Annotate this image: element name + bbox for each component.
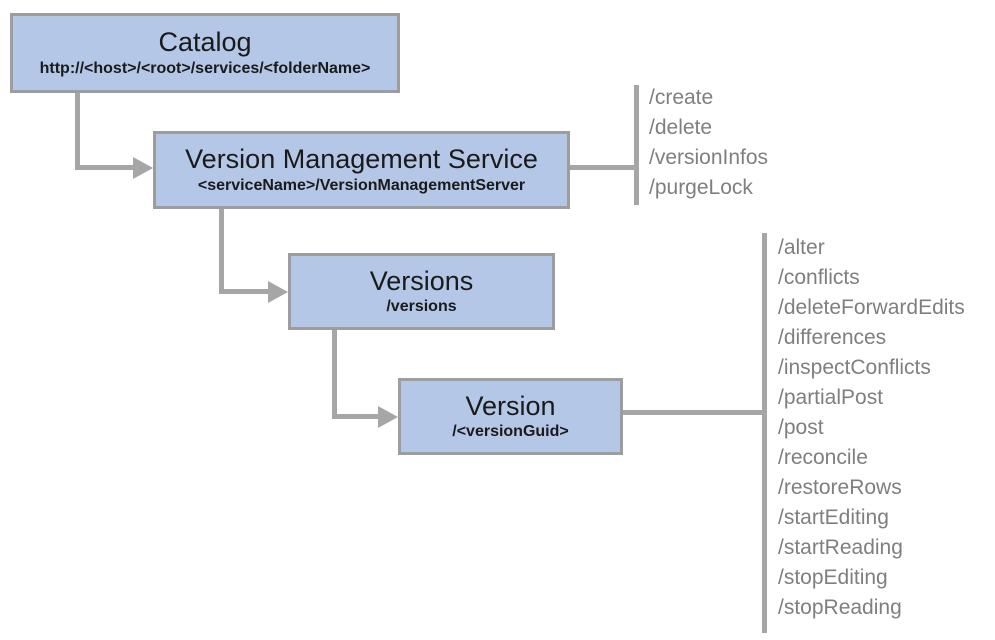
vms-operation-item: /versionInfos <box>649 146 769 169</box>
node-vms-subtitle: <serviceName>/VersionManagementServer <box>197 176 526 194</box>
arrowhead-to-versions-icon <box>268 281 288 303</box>
node-catalog: Catalog http://<host>/<root>/services/<f… <box>10 13 400 93</box>
version-operation-item: /startEditing <box>778 506 889 529</box>
version-operation-item: /reconcile <box>778 446 868 469</box>
node-versions: Versions /versions <box>288 253 555 330</box>
connector-versions-version-horizontal <box>332 414 380 419</box>
connector-vms-versions-horizontal <box>219 289 270 294</box>
arrowhead-to-version-icon <box>378 406 398 428</box>
node-versions-title: Versions <box>369 265 474 296</box>
vms-operation-item: /create <box>649 86 714 109</box>
node-catalog-subtitle: http://<host>/<root>/services/<folderNam… <box>39 59 371 77</box>
version-operation-item: /stopReading <box>778 596 902 619</box>
connector-catalog-vms-vertical <box>75 92 80 168</box>
version-operation-item: /restoreRows <box>778 476 902 499</box>
version-operation-item: /inspectConflicts <box>778 356 931 379</box>
node-version-subtitle: /<versionGuid> <box>452 423 569 441</box>
branch-version-operations-bar <box>762 233 767 633</box>
branch-vms-operations-bar <box>634 85 639 205</box>
vms-operations-list: /create /delete /versionInfos /purgeLock <box>649 83 768 203</box>
branch-version-operations-horizontal <box>623 410 764 415</box>
node-version: Version /<versionGuid> <box>398 378 623 455</box>
version-operation-item: /startReading <box>778 536 903 559</box>
node-version-title: Version <box>465 390 556 421</box>
version-operation-item: /post <box>778 416 824 439</box>
connector-versions-version-vertical <box>332 329 337 417</box>
node-catalog-title: Catalog <box>158 27 252 58</box>
connector-vms-versions-vertical <box>219 208 224 292</box>
branch-vms-operations-horizontal <box>570 165 636 170</box>
version-operation-item: /conflicts <box>778 266 860 289</box>
version-operations-list: /alter /conflicts /deleteForwardEdits /d… <box>778 233 965 623</box>
connector-catalog-vms-horizontal <box>75 165 135 170</box>
vms-operation-item: /delete <box>649 116 713 139</box>
version-operation-item: /partialPost <box>778 386 884 409</box>
version-operation-item: /deleteForwardEdits <box>778 296 965 319</box>
version-operation-item: /stopEditing <box>778 566 888 589</box>
node-version-management-service: Version Management Service <serviceName>… <box>153 131 570 209</box>
vms-operation-item: /purgeLock <box>649 176 753 199</box>
node-versions-subtitle: /versions <box>386 298 457 316</box>
version-operation-item: /differences <box>778 326 887 349</box>
version-operation-item: /alter <box>778 236 825 259</box>
node-vms-title: Version Management Service <box>185 144 538 175</box>
arrowhead-to-vms-icon <box>133 157 153 179</box>
